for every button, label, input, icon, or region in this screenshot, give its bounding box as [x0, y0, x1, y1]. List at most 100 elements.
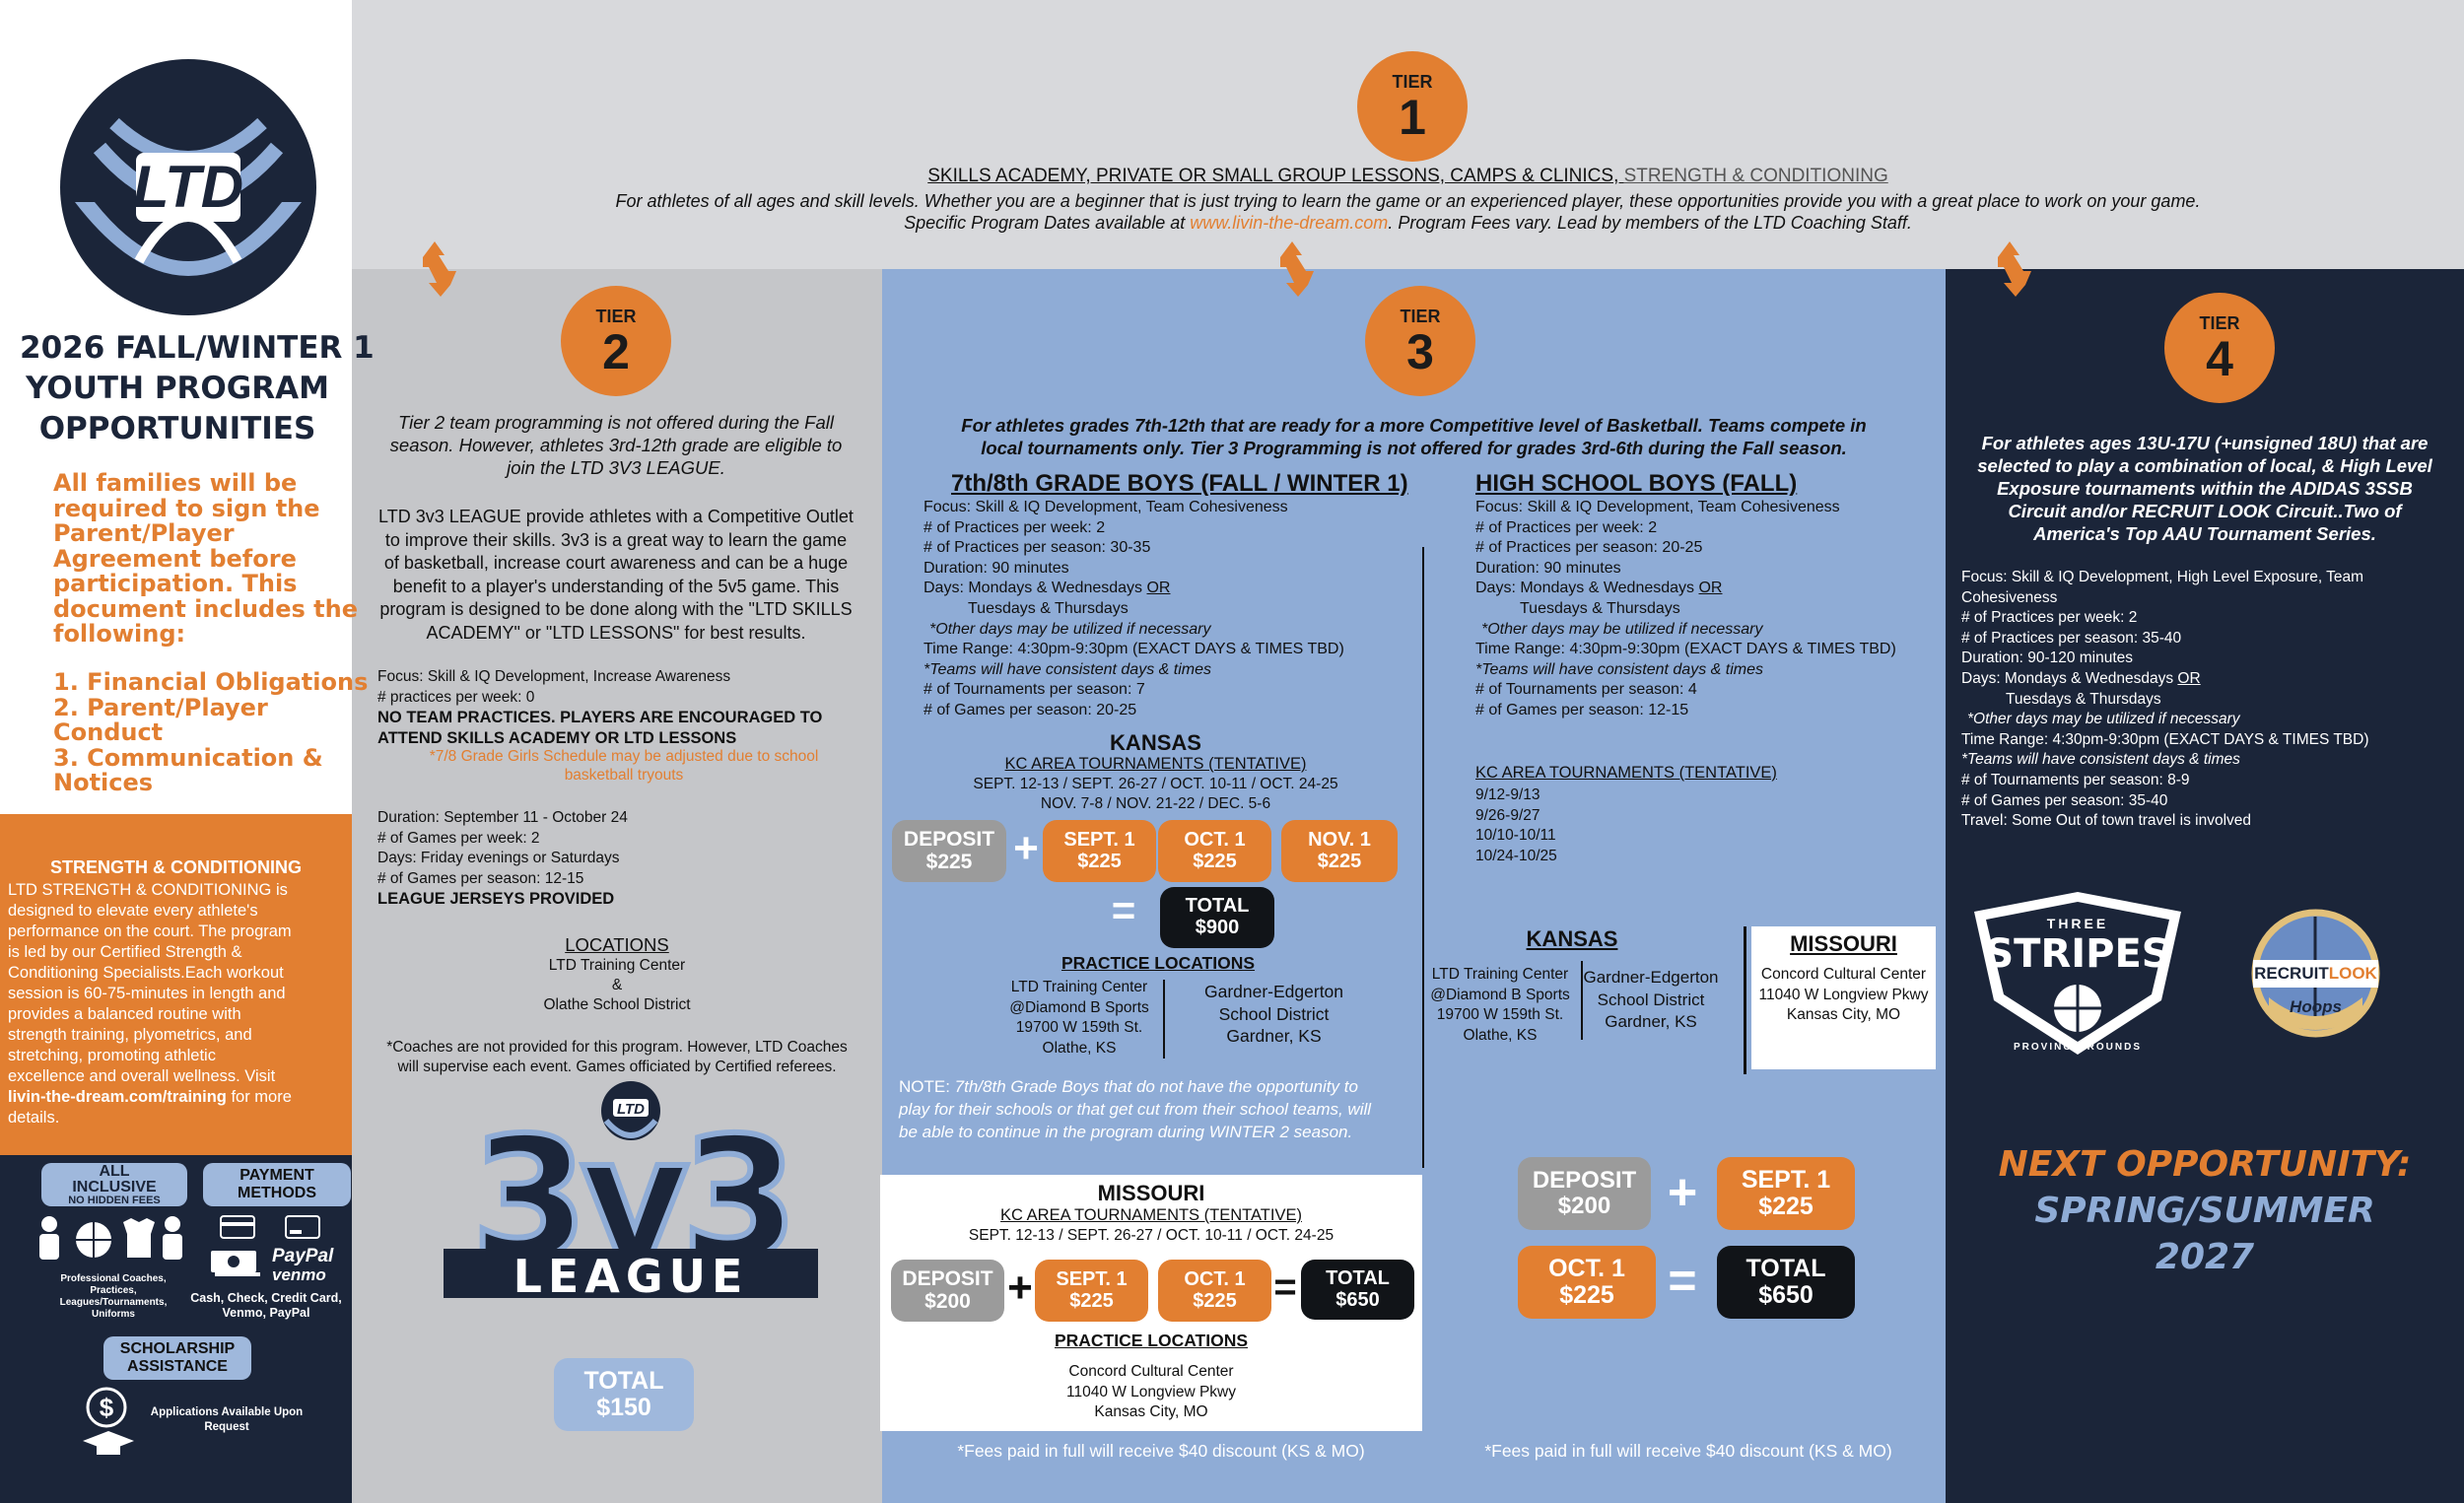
tier1-line1: For athletes of all ages and skill level…: [615, 191, 2201, 211]
tier4-line: Focus: Skill & IQ Development, High Leve…: [1961, 569, 2364, 585]
tier1-heading-text: SKILLS ACADEMY, PRIVATE OR SMALL GROUP L…: [927, 166, 1624, 186]
tier2-location-line: Olathe School District: [543, 996, 691, 1013]
tier2-schedule-line: # of Games per season: 12-15: [377, 869, 584, 887]
gb78-mo-deposit-pill: DEPOSIT $200: [891, 1260, 1004, 1322]
hs-line: # of Games per season: 12-15: [1475, 701, 1689, 718]
tier4-line: Cohesiveness: [1961, 588, 2058, 606]
gb78-practice-left: LTD Training Center @Diamond B Sports 19…: [961, 978, 1198, 1059]
practice-line: 11040 W Longview Pkwy: [1065, 1383, 1237, 1401]
gb78-practice-right: Gardner-Edgerton School District Gardner…: [1168, 981, 1380, 1048]
inclusive-description: Professional Coaches, Practices, Leagues…: [39, 1273, 187, 1321]
3v3-league-word: LEAGUE: [513, 1250, 749, 1303]
gb78-kansas-title: KANSAS: [1110, 730, 1201, 755]
three-stripes-logo: THREE STRIPES PROVING GROUNDS: [1964, 892, 2191, 1055]
tier2-schedule: Duration: September 11 - October 24 # of…: [377, 808, 870, 910]
tier-label: TIER: [595, 306, 637, 326]
practice-line: Olathe, KS: [1042, 1039, 1117, 1057]
hs-kc-date: 10/24-10/25: [1475, 847, 1557, 864]
gb78-sept-pill: SEPT. 1 $225: [1043, 820, 1156, 882]
tier2-schedule-line: Duration: September 11 - October 24: [377, 809, 628, 826]
pill-label: TOTAL: [1185, 895, 1250, 918]
scholarship-icon: $: [79, 1386, 138, 1459]
sc-title: STRENGTH & CONDITIONING: [50, 857, 302, 877]
tier1-line2-text: . Program Fees vary. Lead by members of …: [1388, 213, 1912, 233]
notice-line: All families will be: [53, 469, 298, 497]
sidebar-orange-panel: [0, 814, 352, 1155]
tier2-location-line: LTD Training Center: [548, 957, 686, 974]
gb78-total-pill: TOTAL $900: [1160, 887, 1274, 948]
hs-title: HIGH SCHOOL BOYS (FALL): [1475, 470, 1798, 497]
practice-line: LTD Training Center: [1010, 979, 1148, 995]
pill-label: TOTAL: [1745, 1255, 1826, 1282]
gb78-fees-note: *Fees paid in full will receive $40 disc…: [957, 1441, 1365, 1461]
tier-number: 2: [602, 323, 630, 379]
sc-line: provides a balanced routine with: [8, 1005, 241, 1023]
scholarship-description: Applications Available Upon Request: [138, 1405, 315, 1435]
hs-ks-line: Gardner, KS: [1605, 1012, 1697, 1031]
sc-training-link[interactable]: livin-the-dream.com/training: [8, 1088, 227, 1106]
tier3-intro-line: For athletes grades 7th-12th that are re…: [961, 415, 1867, 436]
gb78-kc-title: KC AREA TOURNAMENTS (TENTATIVE): [1004, 755, 1307, 773]
tier2-total-pill: TOTAL $150: [554, 1358, 694, 1431]
divider: [1581, 961, 1583, 1040]
hs-details: Focus: Skill & IQ Development, Team Cohe…: [1475, 498, 1939, 721]
three-stripes-sub: PROVING GROUNDS: [2013, 1042, 2142, 1053]
hs-ks-right: Gardner-Edgerton School District Gardner…: [1582, 967, 1720, 1034]
hs-kc-title: KC AREA TOURNAMENTS (TENTATIVE): [1475, 764, 1777, 782]
gb78-oct-pill: OCT. 1 $225: [1158, 820, 1271, 882]
sc-line: Conditioning Specialists.Each workout: [8, 964, 284, 982]
tier1-badge: TIER 1: [1357, 51, 1468, 162]
hs-time: Time Range: 4:30pm-9:30pm (EXACT DAYS & …: [1475, 641, 1896, 658]
total-label: TOTAL: [583, 1367, 664, 1395]
gb78-line: Duration: 90 minutes: [924, 559, 1069, 577]
gb78-note-line: 7th/8th Grade Boys that do not have the …: [954, 1077, 1358, 1096]
practice-line: Kansas City, MO: [1094, 1403, 1208, 1420]
plus-sign: +: [1013, 824, 1039, 872]
agreement-list-item: Conduct: [53, 718, 164, 746]
gb78-note: NOTE: 7th/8th Grade Boys that do not hav…: [899, 1075, 1431, 1143]
three-stripes-main: STRIPES: [1985, 931, 2170, 977]
tier4-consistent: *Teams will have consistent days & times: [1961, 751, 2240, 769]
tier2-intro-line: season. However, athletes 3rd-12th grade…: [389, 435, 843, 455]
tier2-intro-line: Tier 2 team programming is not offered d…: [398, 412, 834, 433]
tier3-badge: TIER 3: [1365, 286, 1475, 396]
gb78-title: 7th/8th GRADE BOYS (FALL / WINTER 1): [951, 470, 1408, 497]
gb78-mo-oct-pill: OCT. 1 $225: [1158, 1260, 1271, 1322]
program-title-line: YOUTH PROGRAM: [26, 371, 329, 406]
hs-kansas-title: KANSAS: [1526, 926, 1618, 951]
tier2-badge: TIER 2: [561, 286, 671, 396]
pill-amount: $225: [1069, 1289, 1114, 1312]
pill-label: OCT. 1: [1184, 1267, 1246, 1290]
gb78-kc-date-line: NOV. 7-8 / NOV. 21-22 / DEC. 5-6: [1040, 795, 1271, 812]
pill-amount: $225: [1758, 1193, 1814, 1220]
tier4-line: # of Tournaments per season: 8-9: [1961, 771, 2190, 788]
pill-label: OCT. 1: [1184, 828, 1246, 851]
tier1-line2: Specific Program Dates available at www.…: [352, 212, 2464, 234]
agreement-list: 1. Financial Obligations 2. Parent/Playe…: [53, 669, 368, 796]
tier4-days: Days: Mondays & Wednesdays: [1961, 669, 2178, 687]
gb78-deposit-pill: DEPOSIT $225: [892, 820, 1006, 882]
hs-days: Days: Mondays & Wednesdays: [1475, 580, 1699, 597]
up-down-arrow-icon: [419, 239, 468, 299]
tier2-girls-line: basketball tryouts: [564, 767, 684, 784]
hs-ks-line: 19700 W 159th St.: [1436, 1006, 1564, 1023]
hs-total-pill: TOTAL $650: [1717, 1246, 1855, 1319]
payment-line: Cash, Check, Credit Card,: [190, 1291, 342, 1305]
tier1-website-link[interactable]: www.livin-the-dream.com: [1190, 213, 1389, 233]
hs-fees-note: *Fees paid in full will receive $40 disc…: [1484, 1441, 1892, 1461]
hs-mo-line: Concord Cultural Center: [1760, 966, 1927, 983]
hs-consistent: *Teams will have consistent days & times: [1475, 660, 1763, 678]
tier-label: TIER: [2199, 312, 2240, 333]
tier4-other: *Other days may be utilized if necessary: [1967, 711, 2240, 728]
sidebar-navy-panel: [0, 1155, 352, 1503]
tier2-intro: Tier 2 team programming is not offered d…: [355, 411, 877, 479]
gb78-line: # of Practices per week: 2: [924, 518, 1106, 536]
tier2-no-team: ATTEND SKILLS ACADEMY OR LTD LESSONS: [377, 728, 737, 747]
equals-sign: =: [1273, 1265, 1297, 1309]
hs-mo-line: Kansas City, MO: [1786, 1006, 1901, 1023]
practice-line: @Diamond B Sports: [1009, 998, 1149, 1016]
hoops-word: Hoops: [2290, 997, 2342, 1016]
notice-line: required to sign the: [53, 494, 320, 522]
tier2-details: Focus: Skill & IQ Development, Increase …: [377, 667, 870, 748]
agreement-notice: All families will be required to sign th…: [53, 469, 358, 648]
